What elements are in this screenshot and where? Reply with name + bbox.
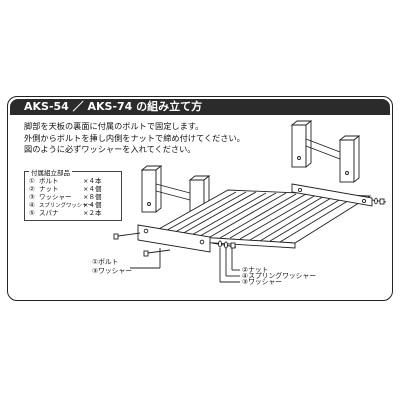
part-num: ② <box>29 185 35 193</box>
callout-left-bolt: ①ボルト <box>92 258 119 266</box>
part-name: ワッシャー <box>39 193 72 201</box>
page-title: AKS-54 ／ AKS-74 の組み立て方 <box>10 99 390 115</box>
part-qty: ×４個 <box>83 201 102 209</box>
parts-row: ⑤ スパナ ×２本 <box>29 210 119 217</box>
part-qty: ×４個 <box>83 185 102 193</box>
part-num: ⑤ <box>29 209 35 217</box>
parts-row: ③ ワッシャー ×８個 <box>29 194 119 201</box>
left-bolts <box>113 232 171 268</box>
part-name: スプリングワッシャー <box>39 203 93 209</box>
slatted-top <box>137 183 373 253</box>
part-name: ナット <box>39 185 59 193</box>
parts-list-box: 付属組立部品 ① ボルト ×４本 ② ナット ×４個 ③ ワッシャー ×８個 ④ スプリングワ… <box>24 167 122 221</box>
parts-row: ② ナット ×４個 <box>29 186 119 193</box>
instruction-line-2: 外側からボルトを挿し内側をナットで締め付けてください。 <box>24 132 245 143</box>
right-hardware <box>211 197 387 283</box>
part-qty: ×８個 <box>83 193 102 201</box>
part-num: ③ <box>29 193 35 201</box>
parts-list-heading: 付属組立部品 <box>29 167 72 177</box>
part-num: ④ <box>29 201 35 209</box>
instructions-text: 脚部を天板の裏面に付属のボルトで固定します。 外側からボルトを挿し内側をナットで… <box>24 121 245 156</box>
part-qty: ×４本 <box>83 177 102 185</box>
rear-leg <box>290 120 361 183</box>
callout-right-spring: ④スプリングワッシャー <box>242 272 317 280</box>
callout-left-washer: ③ワッシャー <box>92 267 133 275</box>
part-name: ボルト <box>39 177 59 185</box>
part-qty: ×２本 <box>83 209 102 217</box>
parts-row: ① ボルト ×４本 <box>29 178 119 185</box>
parts-row: ④ スプリングワッシャー×４個 <box>29 201 119 210</box>
part-num: ① <box>29 177 35 185</box>
instruction-line-1: 脚部を天板の裏面に付属のボルトで固定します。 <box>24 121 204 131</box>
callout-right-washer: ③ワッシャー <box>242 278 283 286</box>
part-name: スパナ <box>39 209 59 217</box>
callout-right-nut: ②ナット <box>242 266 269 274</box>
instruction-line-3: 図のように必ずワッシャーを入れてください。 <box>24 144 196 154</box>
